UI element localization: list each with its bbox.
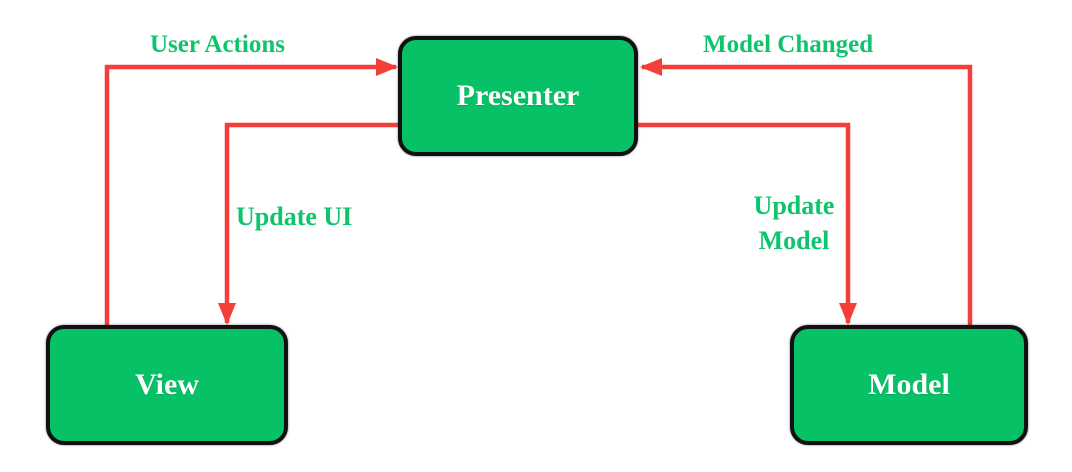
arrow-model-changed <box>640 58 973 325</box>
arrow-user-actions <box>104 58 398 325</box>
arrow-update-model <box>638 122 857 325</box>
arrow-update-ui <box>218 122 398 325</box>
node-model: Model <box>790 325 1028 445</box>
edge-label-update-model: Update Model <box>753 191 835 255</box>
edge-label-user-actions: User Actions <box>150 31 285 58</box>
node-model-label: Model <box>868 368 950 401</box>
node-view-label: View <box>135 368 199 401</box>
edge-label-update-ui: Update UI <box>236 202 353 231</box>
node-presenter: Presenter <box>398 36 638 156</box>
node-view: View <box>46 325 288 445</box>
node-presenter-label: Presenter <box>456 79 580 112</box>
edge-label-model-changed: Model Changed <box>703 31 874 58</box>
